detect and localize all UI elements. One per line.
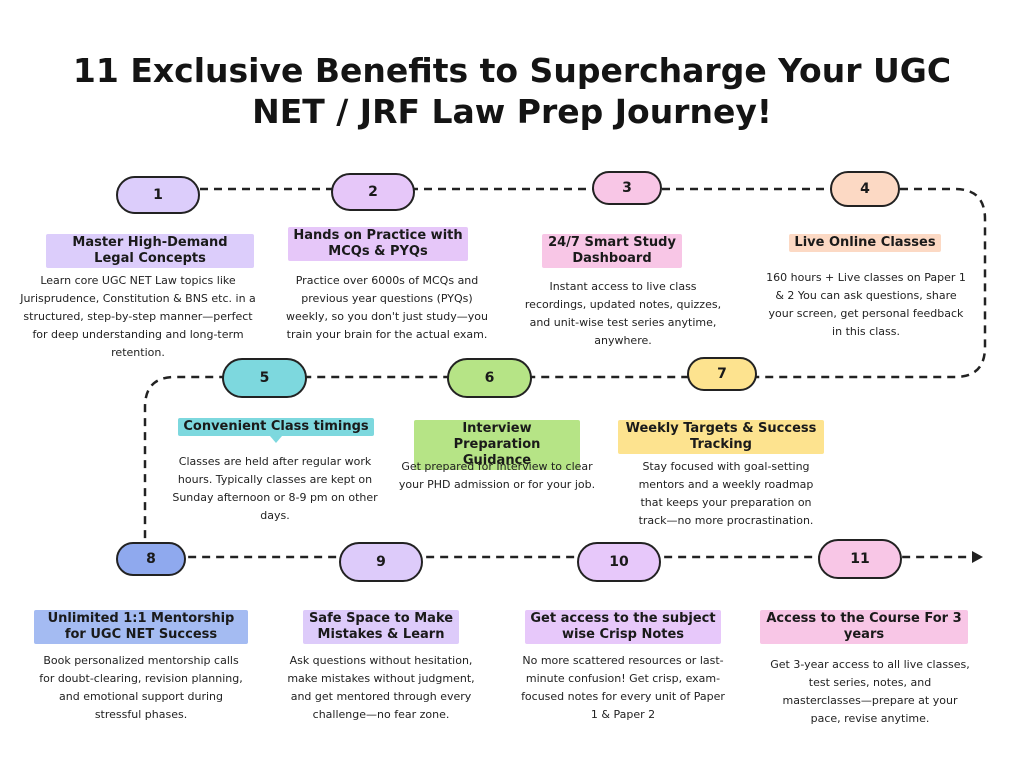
step-number-label: 3	[622, 180, 632, 196]
benefit-heading-7: Weekly Targets & Success Tracking	[618, 420, 824, 454]
step-number-label: 4	[860, 181, 870, 197]
benefit-description-4: 160 hours + Live classes on Paper 1 & 2 …	[766, 271, 966, 338]
step-number-label: 7	[717, 366, 727, 382]
benefit-heading-8: Unlimited 1:1 Mentorship for UGC NET Suc…	[34, 610, 248, 644]
benefit-description-6: Get prepared for Interview to clear your…	[398, 460, 596, 491]
roadmap-arrowhead-icon	[972, 551, 983, 563]
benefit-heading-1: Master High-Demand Legal Concepts	[46, 234, 254, 268]
benefit-heading-11: Access to the Course For 3 years	[760, 610, 968, 644]
page-title: 11 Exclusive Benefits to Supercharge You…	[72, 51, 952, 131]
benefit-heading-4: Live Online Classes	[789, 234, 941, 252]
step-number-1: 1	[116, 176, 200, 214]
benefit-description-11: Get 3-year access to all live classes, t…	[770, 658, 970, 725]
step-number-9: 9	[339, 542, 423, 582]
step-number-8: 8	[116, 542, 186, 576]
step-number-label: 1	[153, 187, 163, 203]
benefit-description-8: Book personalized mentorship calls for d…	[39, 654, 243, 721]
step-number-6: 6	[447, 358, 532, 398]
step-number-10: 10	[577, 542, 661, 582]
step-number-7: 7	[687, 357, 757, 391]
benefit-description-7: Stay focused with goal-setting mentors a…	[638, 460, 814, 527]
step-number-11: 11	[818, 539, 902, 579]
benefit-description-5: Classes are held after regular work hour…	[172, 455, 378, 522]
step-number-3: 3	[592, 171, 662, 205]
step-number-label: 5	[259, 370, 270, 386]
step-number-label: 2	[368, 184, 378, 200]
step-number-5: 5	[222, 358, 307, 398]
heading-pointer-icon	[270, 436, 282, 443]
step-number-label: 6	[484, 370, 495, 386]
benefit-heading-6: Interview Preparation Guidance	[414, 420, 580, 470]
step-number-label: 9	[376, 554, 386, 570]
step-number-2: 2	[331, 173, 415, 211]
benefit-description-10: No more scattered resources or last-minu…	[521, 654, 725, 721]
benefit-description-9: Ask questions without hesitation, make m…	[287, 654, 475, 721]
benefit-heading-9: Safe Space to Make Mistakes & Learn	[303, 610, 459, 644]
step-number-label: 8	[146, 551, 156, 567]
step-number-label: 10	[609, 554, 629, 570]
benefit-description-2: Practice over 6000s of MCQs and previous…	[286, 274, 488, 341]
benefit-description-3: Instant access to live class recordings,…	[524, 280, 722, 347]
step-number-4: 4	[830, 171, 900, 207]
benefit-heading-3: 24/7 Smart Study Dashboard	[542, 234, 682, 268]
step-number-label: 11	[850, 551, 870, 567]
benefit-heading-10: Get access to the subject wise Crisp Not…	[525, 610, 721, 644]
benefit-description-1: Learn core UGC NET Law topics like Juris…	[20, 274, 256, 359]
benefit-heading-2: Hands on Practice with MCQs & PYQs	[288, 227, 468, 261]
benefit-heading-5: Convenient Class timings	[178, 418, 374, 436]
roadmap-dashed-line	[143, 187, 987, 559]
